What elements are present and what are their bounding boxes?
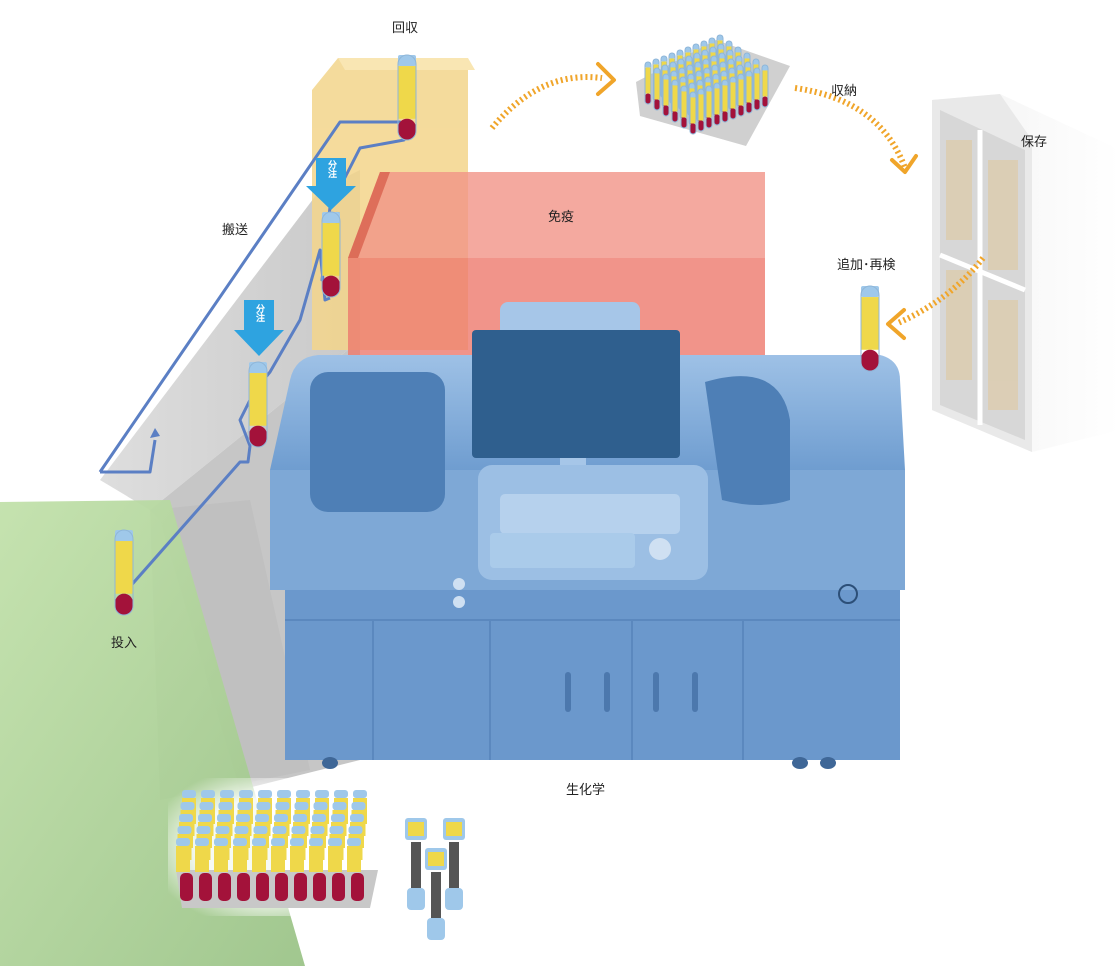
label-collect: 回収 [392, 21, 419, 36]
label-dispense-1: 分注 [326, 160, 336, 178]
sample-tube-icon [347, 838, 361, 872]
blood-fill [237, 873, 250, 901]
sample-tube-icon [233, 838, 247, 872]
sample-tube-icon [721, 79, 729, 123]
sample-tube-icon [309, 838, 323, 872]
sample-tube-icon [671, 79, 679, 123]
sample-tube-icon [689, 91, 697, 135]
sample-tube-icon [195, 838, 209, 872]
sample-rack-icon [168, 778, 378, 916]
sample-tube-icon [745, 70, 753, 114]
label-input: 投入 [111, 636, 138, 651]
blood-fill [275, 873, 288, 901]
blood-fill [180, 873, 193, 901]
sample-tube-icon [214, 838, 228, 872]
storage-cabinet [932, 94, 1120, 452]
label-dispense-2: 分注 [254, 304, 264, 322]
sample-cup-icon [405, 818, 465, 940]
flow-arrowhead-icon [890, 154, 918, 174]
sample-tube-icon [176, 838, 190, 872]
label-chemistry: 生化学 [566, 783, 606, 798]
label-store: 収納 [831, 84, 858, 99]
flow-arrowhead-icon [886, 308, 906, 340]
blood-fill [199, 873, 212, 901]
blood-fill [313, 873, 326, 901]
sample-tube-icon [644, 61, 652, 105]
flow-arrow-icon [489, 74, 986, 326]
label-transport: 搬送 [222, 223, 249, 238]
sample-tube-icon [662, 73, 670, 117]
blood-fill [332, 873, 345, 901]
flow-arrowhead-icon [596, 62, 616, 96]
sample-tube-icon [860, 285, 880, 372]
sample-rack-icon [636, 34, 790, 146]
sample-tube-icon [753, 67, 761, 111]
label-immuno: 免疫 [548, 210, 575, 225]
sample-tube-icon [248, 361, 268, 448]
dispense-arrow-icon [234, 300, 284, 356]
transport-arrowhead-icon [150, 428, 160, 438]
blood-fill [294, 873, 307, 901]
sample-tube-icon [321, 211, 341, 298]
dispense-arrow-icon [306, 158, 356, 210]
sample-tube-icon [653, 67, 661, 111]
label-add-retest: 追加･再検 [837, 258, 896, 273]
label-preserve: 保存 [1021, 135, 1048, 150]
sample-tube-icon [697, 88, 705, 132]
sample-tube-icon [252, 838, 266, 872]
blood-fill [218, 873, 231, 901]
blood-fill [351, 873, 364, 901]
sample-tube-icon [761, 64, 769, 108]
sample-tube-icon [114, 529, 134, 616]
chemistry-analyzer [270, 302, 905, 769]
sample-tube-icon [705, 85, 713, 129]
sample-tube-icon [397, 54, 417, 141]
sample-tube-icon [713, 82, 721, 126]
blood-fill [256, 873, 269, 901]
sample-tube-icon [328, 838, 342, 872]
sample-tube-icon [729, 76, 737, 120]
sample-tube-icon [737, 73, 745, 117]
sample-tube-icon [290, 838, 304, 872]
sample-tube-icon [680, 85, 688, 129]
sample-tube-icon [271, 838, 285, 872]
